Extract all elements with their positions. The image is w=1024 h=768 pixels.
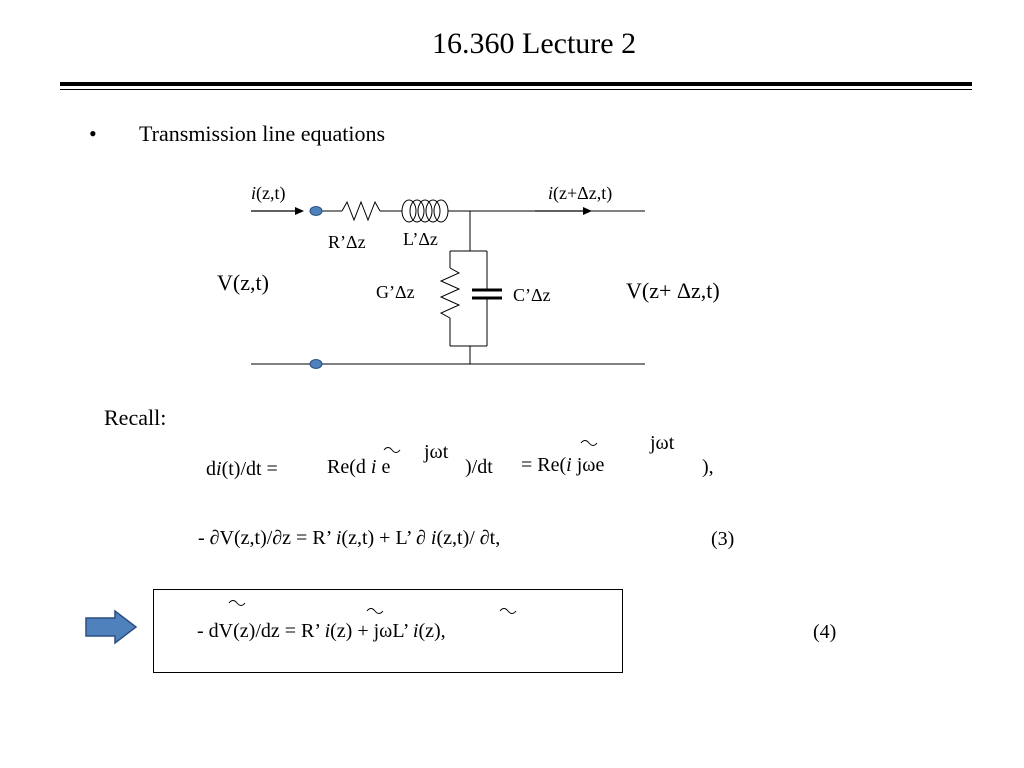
current-in-label: i(z,t) bbox=[251, 183, 286, 203]
voltage-in-label: V(z,t) bbox=[217, 270, 269, 295]
equation-4-box bbox=[153, 589, 623, 673]
equation-4: - dV(z)/dz = R’ i(z) + jωL’ i(z), bbox=[197, 620, 446, 642]
conductance-symbol bbox=[439, 267, 461, 319]
inductor-symbol bbox=[401, 199, 449, 223]
equation-4-number: (4) bbox=[813, 621, 837, 643]
terminal-node-top bbox=[309, 206, 323, 216]
recall-lhs: di(t)/dt = bbox=[206, 458, 278, 480]
recall-label: Recall: bbox=[104, 405, 167, 430]
inductor-label: L’Δz bbox=[403, 229, 438, 249]
recall-mid: Re(d i e bbox=[327, 456, 391, 478]
recall-mid-close: )/dt bbox=[465, 456, 493, 478]
recall-rhs: = Re(i jωe bbox=[521, 454, 605, 476]
voltage-out-label: V(z+ Δz,t) bbox=[626, 278, 720, 303]
current-out-label: i(z+Δz,t) bbox=[548, 183, 613, 203]
resistor-symbol bbox=[341, 200, 381, 222]
equation-3-number: (3) bbox=[711, 528, 735, 550]
conductance-label: G’Δz bbox=[376, 282, 415, 302]
recall-mid-exponent: jωt bbox=[424, 441, 449, 463]
equation-3: - ∂V(z,t)/∂z = R’ i(z,t) + L’ ∂ i(z,t)/ … bbox=[198, 527, 501, 549]
resistor-label: R’Δz bbox=[328, 232, 366, 252]
slide-title: 16.360 Lecture 2 bbox=[432, 27, 637, 60]
bullet-text: Transmission line equations bbox=[139, 121, 386, 146]
capacitor-label: C’Δz bbox=[513, 285, 551, 305]
phasor-tildes bbox=[228, 440, 598, 614]
recall-rhs-close: ), bbox=[702, 456, 714, 478]
terminal-node-bottom bbox=[309, 359, 323, 369]
recall-rhs-exponent: jωt bbox=[650, 432, 675, 454]
bullet-glyph: • bbox=[89, 121, 97, 146]
arrow-right-icon bbox=[85, 609, 138, 645]
title-rule-thick bbox=[60, 82, 972, 86]
title-rule-thin bbox=[60, 89, 972, 90]
